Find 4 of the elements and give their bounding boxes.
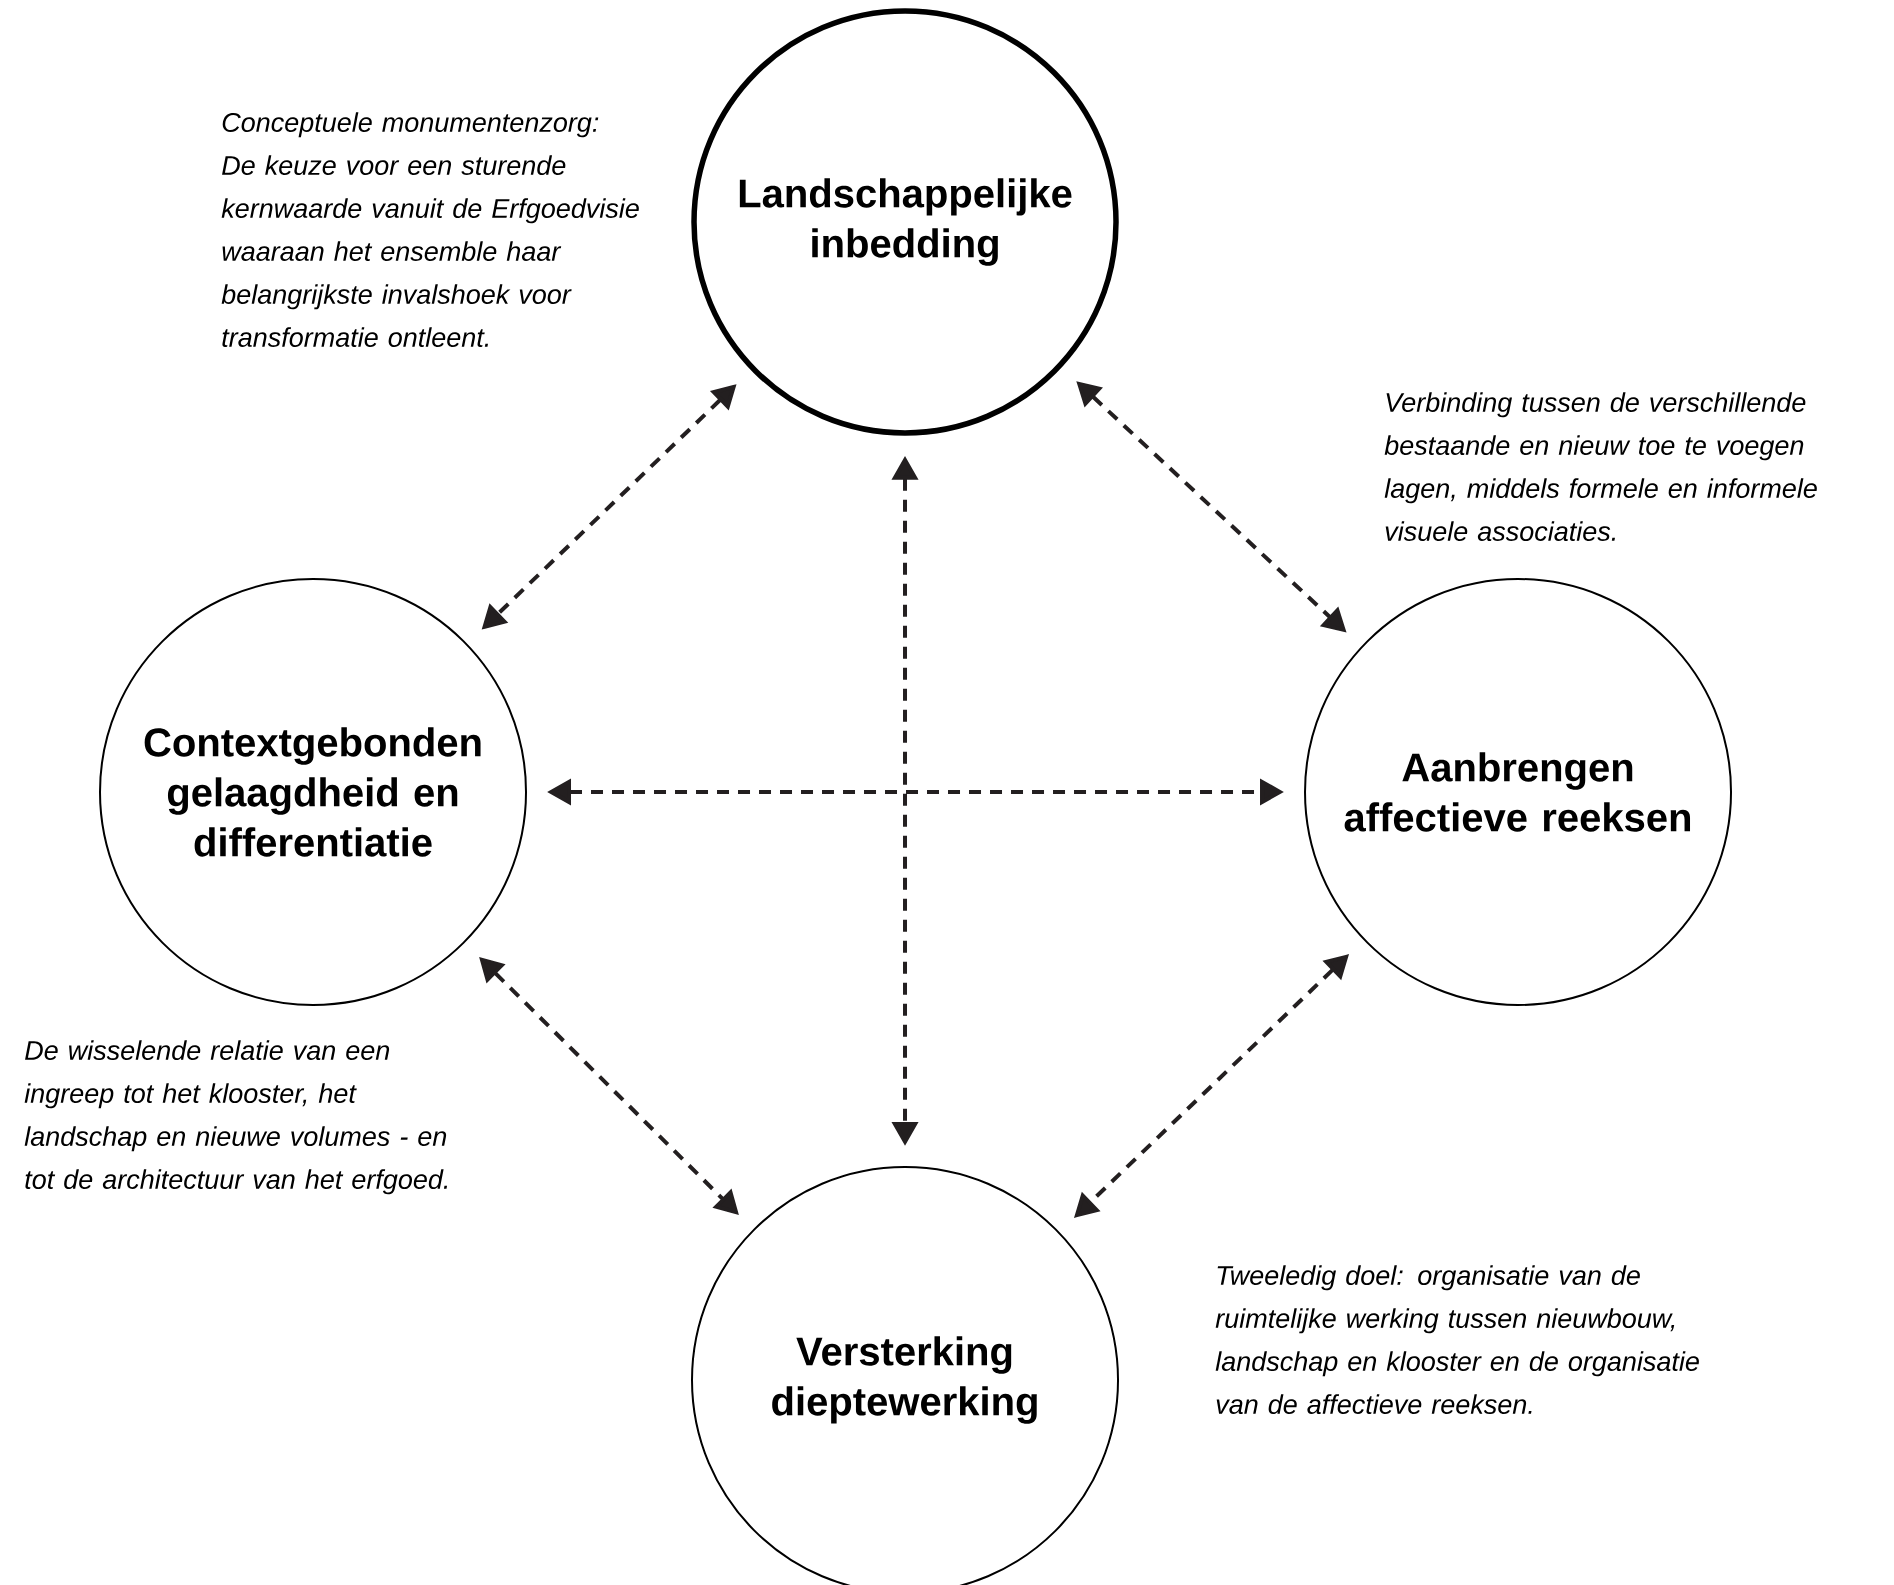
note-text: De wisselende relatie van een ingreep tot het klooster, het landschap en nieuwe volumes - en tot de architectuur van het erfgoed.	[24, 1040, 448, 1195]
note-text: Verbinding tussen de verschillende bestaande en nieuw toe te voegen lagen, middels formele en informele visuele associaties.	[1384, 392, 1817, 541]
note-text: Tweeledig doel: organisatie van de ruimtelijke werking tussen nieuwbouw, landschap en klooster en de organisatie van de affectieve reeksen.	[1215, 1265, 1699, 1415]
note-text: Conceptuele monumentenzorg: De keuze voor een sturende kernwaarde vanuit de Erfgoedvisie waaraan het ensemble haar belangrijkste invalshoek voor transformatie ontleent.	[221, 112, 639, 347]
